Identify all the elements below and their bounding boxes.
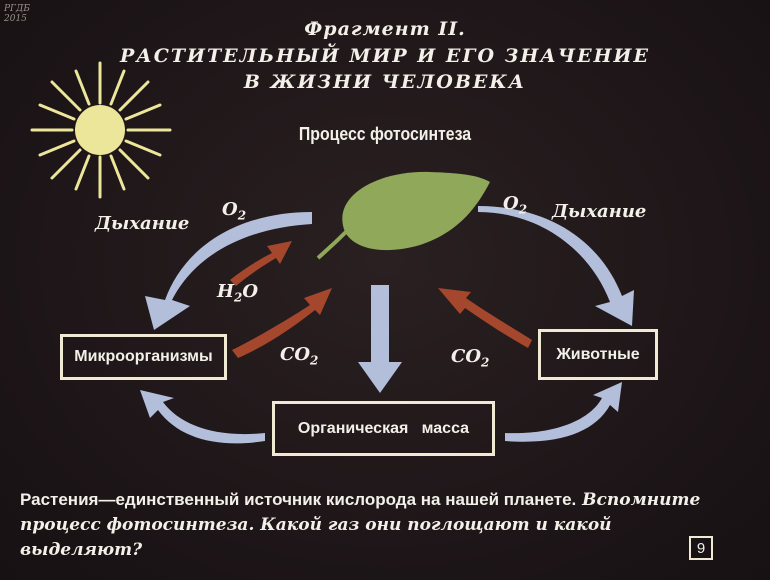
slide-title-line1: РАСТИТЕЛЬНЫЙ МИР И ЕГО ЗНАЧЕНИЕ xyxy=(120,45,650,67)
arrow-leaf-to-mass xyxy=(358,285,402,393)
h2o-subscript: 2 xyxy=(234,290,243,305)
slide-title-line2: В ЖИЗНИ ЧЕЛОВЕКА xyxy=(243,71,527,93)
leaf-icon xyxy=(316,171,490,260)
respiration-label-right: Дыхание xyxy=(552,201,647,222)
caption-question: Вспомните процесс фотосинтеза. Какой газ… xyxy=(20,490,701,560)
h2o-h-symbol: H xyxy=(217,281,235,302)
o2-label-left: O2 xyxy=(222,199,246,223)
node-animals: Животные xyxy=(538,329,658,380)
o2-left-symbol: O xyxy=(222,199,238,220)
co2-left-symbol: CO xyxy=(280,344,311,365)
diagram-heading: Процесс фотосинтеза xyxy=(298,124,472,144)
respiration-label-left: Дыхание xyxy=(95,213,190,234)
o2-right-subscript: 2 xyxy=(518,202,528,217)
o2-right-symbol: O xyxy=(503,193,519,214)
arrow-co2-right xyxy=(438,288,532,348)
co2-label-right: CO2 xyxy=(451,346,489,370)
co2-left-subscript: 2 xyxy=(310,353,319,368)
arrow-h2o xyxy=(230,241,292,286)
arrow-leaf-to-animals xyxy=(478,206,634,326)
h2o-o-symbol: O xyxy=(242,281,259,302)
co2-label-left: CO2 xyxy=(280,344,318,368)
caption: Растения—единственный источник кислорода… xyxy=(20,487,720,563)
node-microorganisms: Микроорганизмы xyxy=(60,334,227,380)
page-number: 9 xyxy=(689,536,713,560)
watermark-line1: РГДБ xyxy=(4,4,30,14)
co2-right-subscript: 2 xyxy=(481,355,490,370)
arrow-mass-to-microorganisms xyxy=(140,390,265,444)
h2o-label: H2O xyxy=(217,281,258,305)
watermark-line2: 2015 xyxy=(4,14,27,24)
caption-statement: Растения—единственный источник кислорода… xyxy=(20,490,577,509)
arrow-leaf-to-microorganisms xyxy=(145,212,312,330)
fragment-label: Фрагмент II. xyxy=(304,18,466,40)
node-organic-mass: Органическая масса xyxy=(272,401,495,456)
o2-left-subscript: 2 xyxy=(237,208,247,223)
arrow-co2-left xyxy=(232,288,332,358)
co2-right-symbol: CO xyxy=(451,346,482,367)
watermark: РГДБ 2015 xyxy=(4,4,30,24)
arrow-mass-to-animals xyxy=(505,382,622,442)
o2-label-right: O2 xyxy=(503,193,527,217)
sun-icon xyxy=(30,61,172,199)
